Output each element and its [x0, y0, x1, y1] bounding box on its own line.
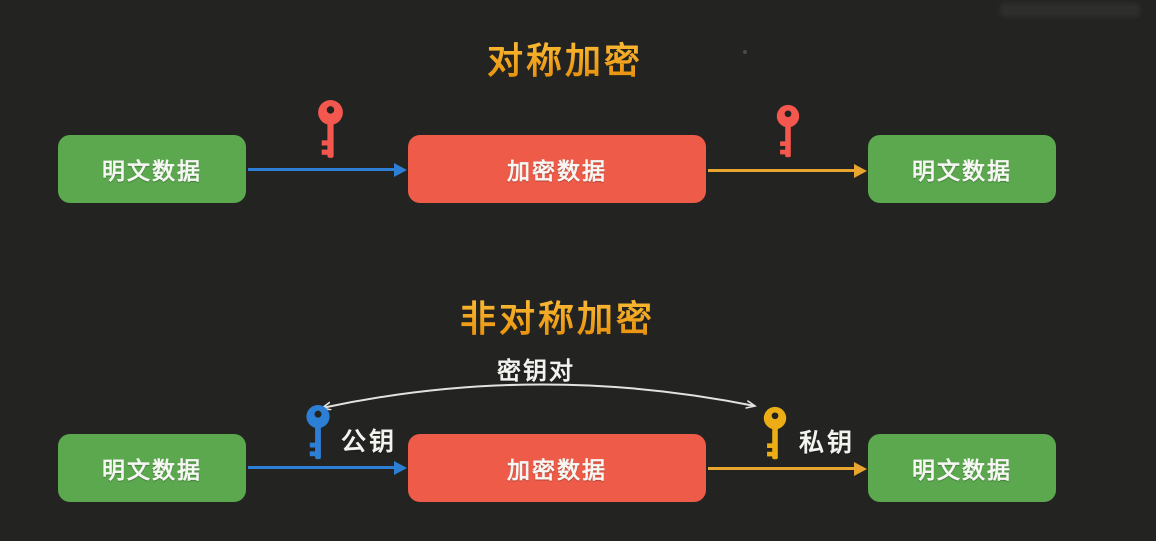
node-label: 明文数据 — [912, 158, 1012, 184]
public-key-label: 公钥 — [341, 428, 398, 456]
symmetric-ciphertext-node: 加密数据 — [408, 135, 706, 203]
node-label: 明文数据 — [912, 457, 1012, 483]
symmetric-plaintext-left-node: 明文数据 — [58, 135, 246, 203]
stray-dot — [743, 50, 747, 54]
symmetric-encrypt-arrow — [248, 162, 407, 177]
asymmetric-ciphertext-node: 加密数据 — [408, 434, 706, 502]
symmetric-decrypt-arrow — [708, 163, 867, 178]
asymmetric-plaintext-left-node: 明文数据 — [58, 434, 246, 502]
curved-double-arrow-icon — [300, 368, 775, 416]
asymmetric-plaintext-right-node: 明文数据 — [868, 434, 1056, 502]
asymmetric-encrypt-arrow — [248, 460, 407, 475]
node-label: 明文数据 — [102, 457, 202, 483]
key-glyph — [763, 406, 787, 460]
keypair-label: 密钥对 — [497, 358, 575, 385]
node-label: 明文数据 — [102, 158, 202, 184]
key-glyph — [776, 104, 800, 158]
yellow-key-icon — [760, 406, 790, 462]
symmetric-plaintext-right-node: 明文数据 — [868, 135, 1056, 203]
private-key-label: 私钥 — [799, 429, 856, 457]
asymmetric-section-title: 非对称加密 — [460, 290, 655, 342]
red-key-icon — [315, 99, 346, 161]
key-glyph — [318, 100, 343, 158]
red-key-icon — [774, 104, 802, 160]
key-hole — [784, 110, 792, 118]
key-glyph — [306, 404, 330, 460]
keypair-curve — [300, 383, 775, 416]
node-label: 加密数据 — [507, 158, 607, 184]
blue-key-icon — [303, 404, 333, 462]
key-hole — [326, 106, 335, 114]
key-hole — [314, 410, 322, 418]
faint-watermark — [1000, 3, 1140, 17]
symmetric-section-title: 对称加密 — [487, 32, 643, 84]
keypair-curve-path — [322, 383, 755, 408]
asymmetric-decrypt-arrow — [708, 461, 867, 476]
key-hole — [771, 412, 779, 420]
node-label: 加密数据 — [507, 457, 607, 483]
